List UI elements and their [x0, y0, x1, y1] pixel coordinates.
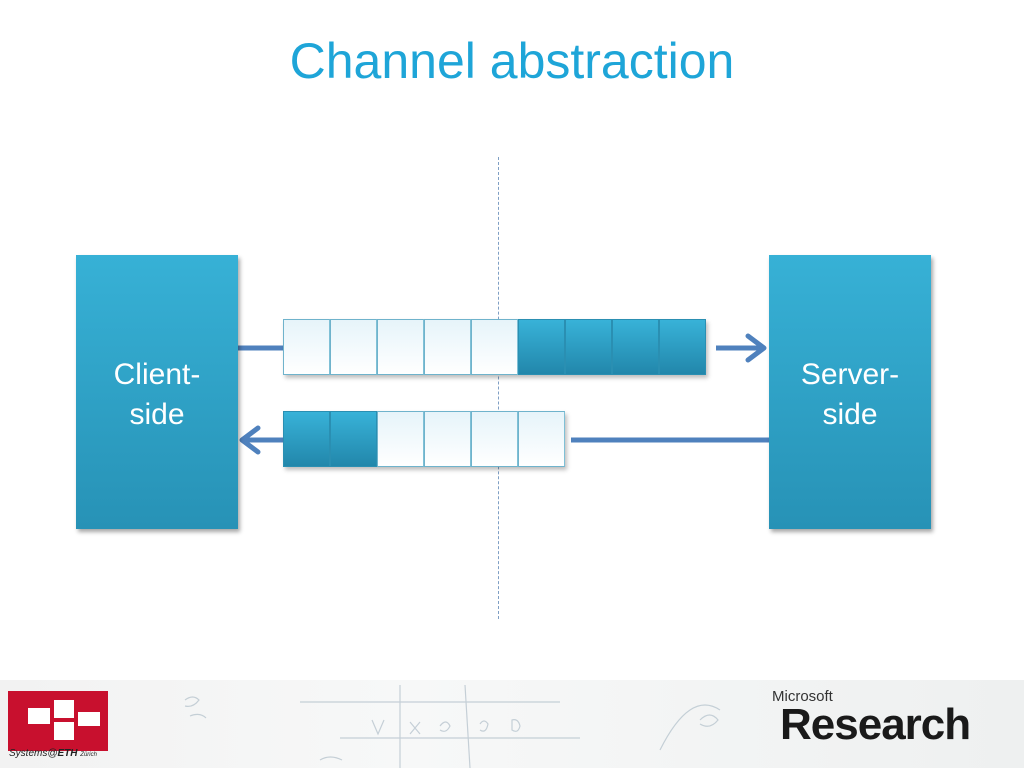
eth-caption: Systems@ETH Zürich [9, 748, 97, 759]
client-label-line1: Client- [113, 358, 201, 391]
footer-bar: Systems@ETH Zürich Microsoft Research [0, 680, 1024, 768]
queue-slot-empty [283, 319, 330, 375]
slide-title: Channel abstraction [289, 33, 735, 89]
queue-slot-filled [518, 319, 565, 375]
queue-slot-empty [471, 319, 518, 375]
queue-slot-filled [283, 411, 330, 467]
microsoft-brand-text: Microsoft [772, 688, 833, 705]
server-to-client-queue [283, 411, 565, 467]
queue-slot-empty [377, 319, 424, 375]
eth-prefix: Systems@ [9, 748, 58, 759]
arrowhead-right-icon [745, 333, 767, 363]
client-label-line2: side [129, 398, 185, 431]
queue-slot-filled [612, 319, 659, 375]
queue-slot-filled [565, 319, 612, 375]
queue-slot-filled [330, 411, 377, 467]
eth-name: ETH [57, 748, 78, 759]
whiteboard-background-image [184, 684, 721, 768]
queue-slot-empty [330, 319, 377, 375]
server-label-line1: Server- [800, 358, 900, 391]
server-label-line2: side [822, 398, 878, 431]
client-side-box: Client- side [76, 255, 238, 529]
eth-logo-icon [8, 691, 108, 751]
client-to-server-queue [283, 319, 706, 375]
research-brand-text: Research [780, 700, 971, 749]
arrowhead-left-icon [239, 425, 261, 455]
queue-slot-empty [424, 319, 471, 375]
eth-suffix: Zürich [80, 752, 97, 758]
queue-slot-empty [424, 411, 471, 467]
queue-slot-empty [377, 411, 424, 467]
network-boundary-divider [498, 157, 499, 619]
server-side-box: Server- side [769, 255, 931, 529]
queue-slot-filled [659, 319, 706, 375]
queue-slot-empty [518, 411, 565, 467]
queue-slot-empty [471, 411, 518, 467]
